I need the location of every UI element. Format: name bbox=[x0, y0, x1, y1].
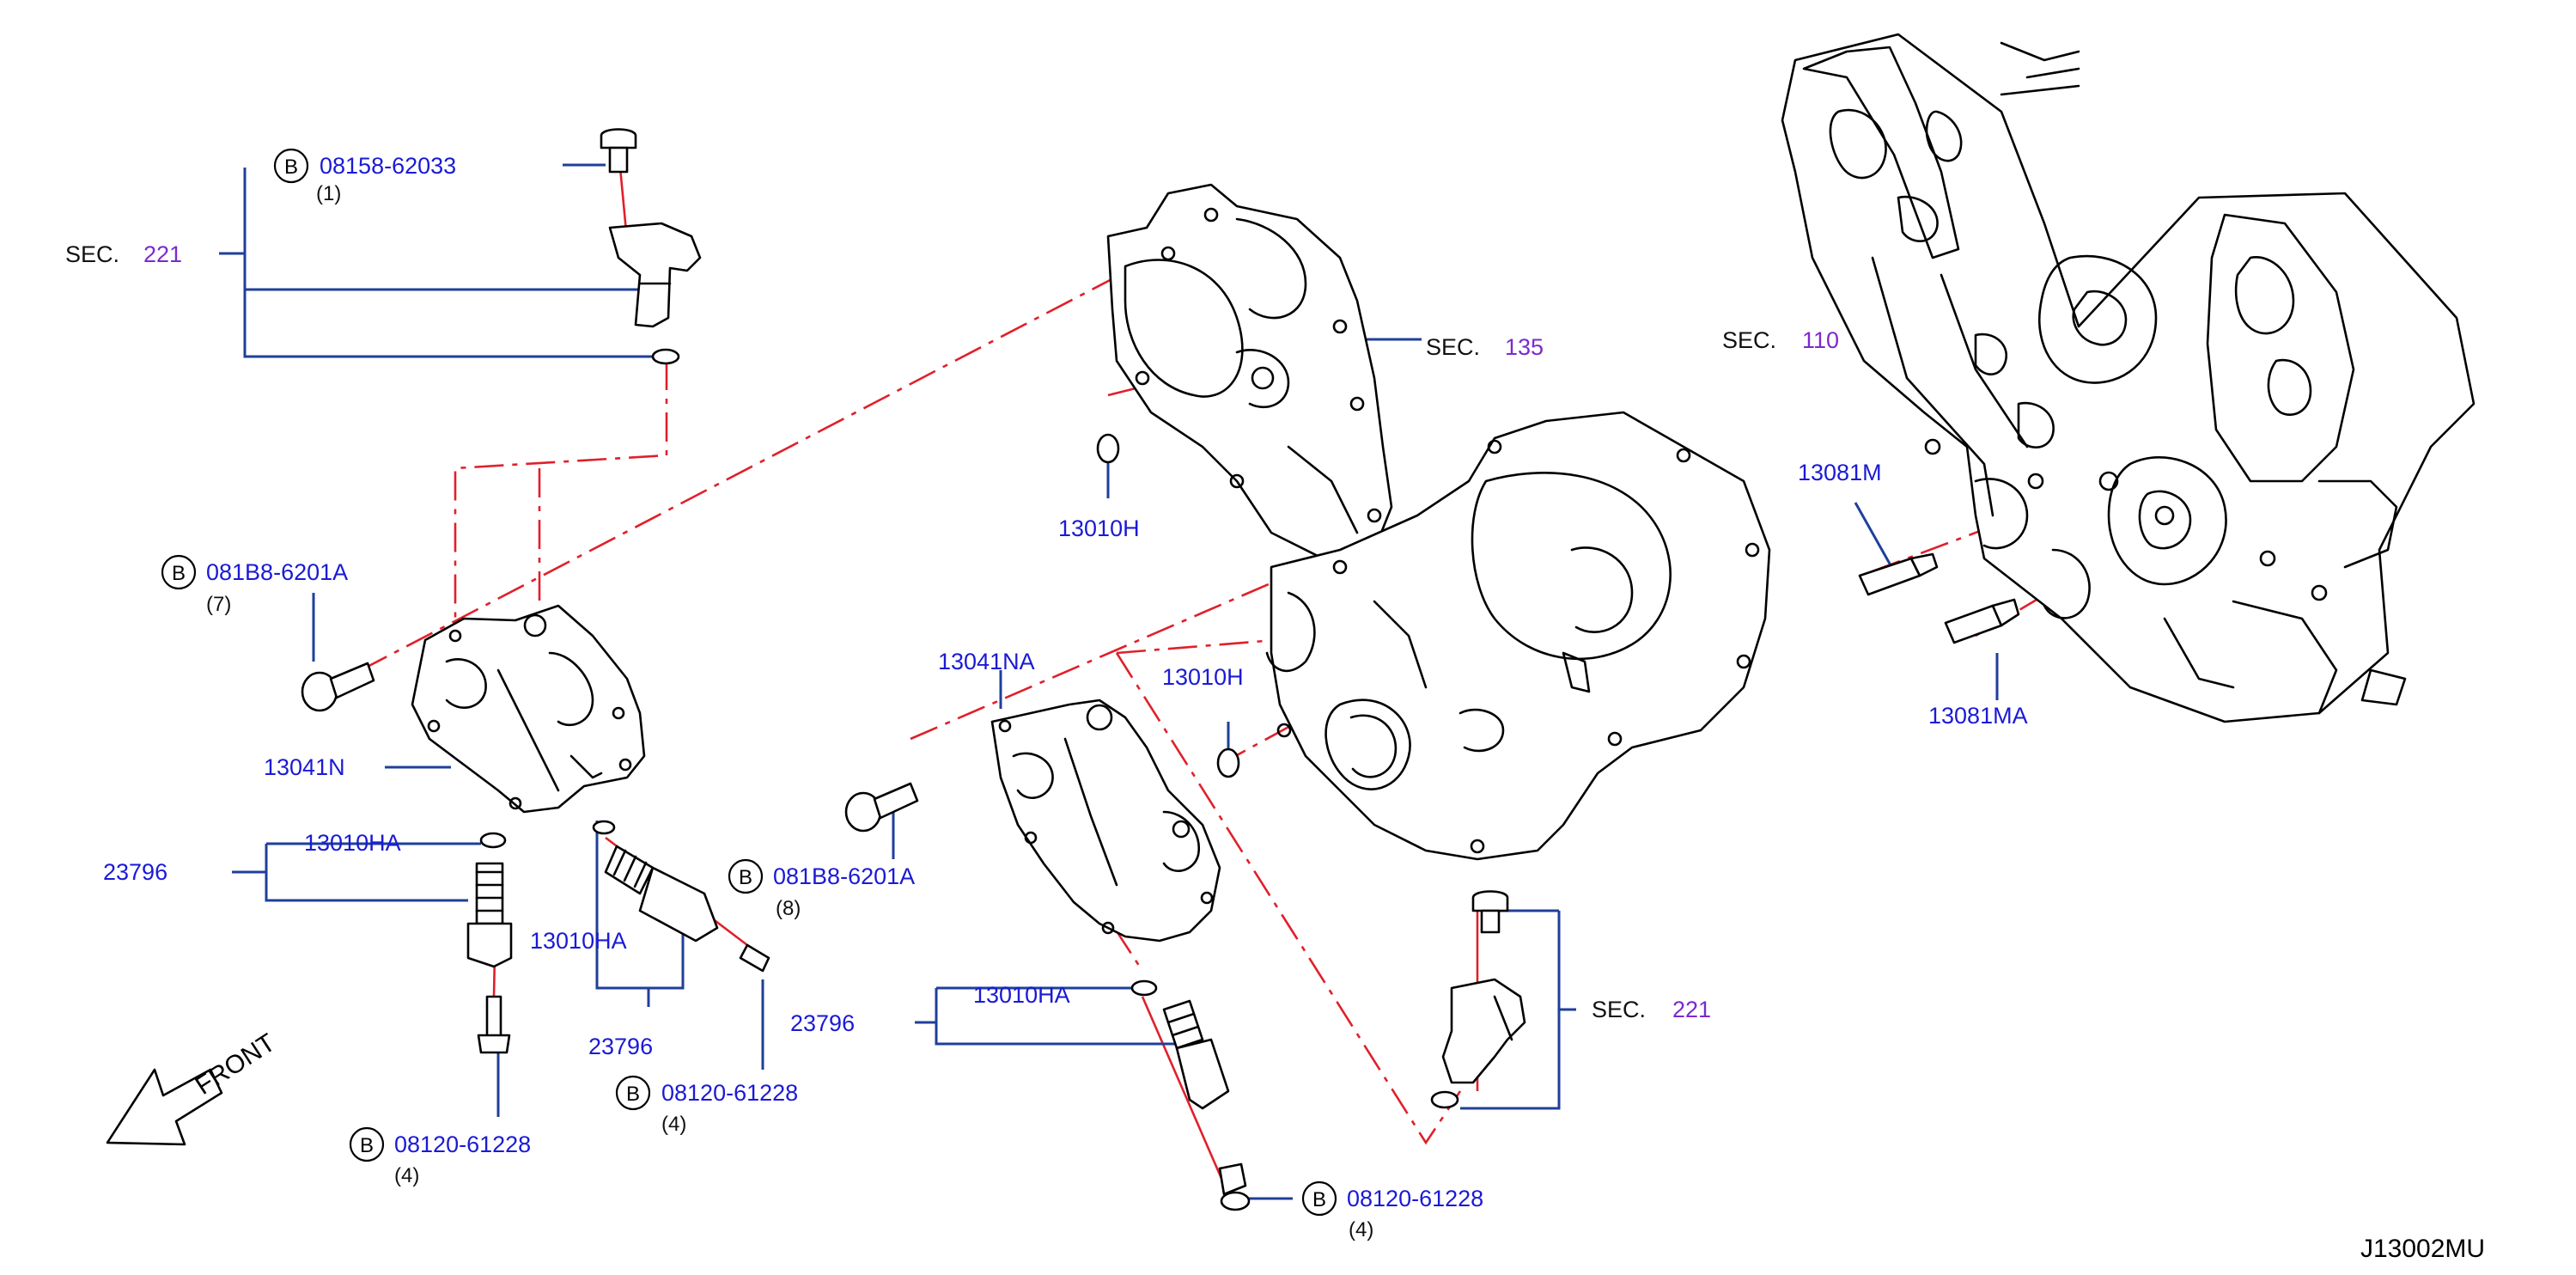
callout-08158-62033[interactable]: B 08158-62033 (1) bbox=[273, 148, 456, 205]
part-13081MA[interactable]: 13081MA bbox=[1928, 703, 2028, 729]
b-badge-letter: B bbox=[626, 1083, 640, 1106]
sec-221-top[interactable]: SEC. 221 bbox=[65, 241, 182, 267]
part-number: 08158-62033 bbox=[320, 153, 456, 179]
plug-13081M bbox=[1858, 552, 1939, 596]
rear-timing-cover bbox=[1265, 411, 1771, 861]
bolt-081B8-left bbox=[301, 662, 375, 712]
sec-prefix: SEC. bbox=[1722, 327, 1776, 353]
part-13041N[interactable]: 13041N bbox=[264, 754, 345, 780]
b-badge-letter: B bbox=[1312, 1188, 1326, 1211]
part-number: 081B8-6201A bbox=[206, 559, 348, 585]
b-badge bbox=[161, 554, 197, 590]
part-number: 08120-61228 bbox=[1347, 1186, 1483, 1211]
part-13041NA[interactable]: 13041NA bbox=[938, 649, 1035, 674]
sec-prefix: SEC. bbox=[65, 241, 119, 267]
part-number: 08120-61228 bbox=[394, 1132, 531, 1157]
b-badge-letter: B bbox=[739, 866, 752, 889]
quantity: (7) bbox=[206, 593, 231, 616]
front-arrow-icon bbox=[106, 1068, 223, 1146]
b-badge bbox=[615, 1075, 651, 1111]
sec-prefix: SEC. bbox=[1426, 334, 1480, 360]
o-ring-13010H-upper bbox=[1096, 433, 1120, 464]
bolt-081B8-right bbox=[844, 782, 919, 833]
callout-08120-61228-left[interactable]: B 08120-61228 (4) bbox=[349, 1126, 531, 1187]
front-timing-cover bbox=[1106, 183, 1393, 560]
part-13010H-lower[interactable]: 13010H bbox=[1162, 664, 1244, 690]
valve-timing-cover-13041N bbox=[411, 604, 646, 814]
sec-110[interactable]: SEC. 110 bbox=[1722, 327, 1839, 353]
quantity: (4) bbox=[661, 1113, 686, 1136]
sec-number: 110 bbox=[1802, 327, 1839, 353]
engine-block bbox=[1781, 33, 2476, 723]
callout-08120-61228-right[interactable]: B 08120-61228 (4) bbox=[1301, 1180, 1483, 1241]
quantity: (4) bbox=[394, 1164, 419, 1187]
sec-number: 221 bbox=[1672, 997, 1711, 1022]
sec-135[interactable]: SEC. 135 bbox=[1426, 334, 1544, 360]
part-23796-right[interactable]: 23796 bbox=[790, 1010, 855, 1036]
part-13010H-upper[interactable]: 13010H bbox=[1058, 515, 1140, 541]
b-badge bbox=[349, 1126, 385, 1162]
part-number: 08120-61228 bbox=[661, 1080, 798, 1106]
oil-control-solenoid-right bbox=[1130, 979, 1251, 1211]
part-13010HA-right[interactable]: 13010HA bbox=[973, 982, 1070, 1008]
part-13010HA-middle[interactable]: 13010HA bbox=[530, 928, 627, 954]
oil-control-solenoid-middle bbox=[592, 820, 770, 973]
b-badge-letter: B bbox=[360, 1134, 374, 1157]
b-badge-letter: B bbox=[172, 562, 186, 585]
o-ring-13010H-lower bbox=[1216, 747, 1240, 778]
diagram-code: J13002MU bbox=[2360, 1235, 2485, 1263]
sec-221-right[interactable]: SEC. 221 bbox=[1592, 997, 1711, 1022]
sec-number: 221 bbox=[143, 241, 182, 267]
b-badge-letter: B bbox=[284, 156, 298, 179]
b-badge bbox=[1301, 1180, 1337, 1217]
sec-prefix: SEC. bbox=[1592, 997, 1646, 1022]
part-number: 081B8-6201A bbox=[773, 863, 915, 889]
callout-081B8-6201A-7[interactable]: B 081B8-6201A (7) bbox=[161, 554, 348, 616]
quantity: (1) bbox=[316, 182, 341, 205]
plug-13081MA bbox=[1944, 598, 2020, 644]
oil-control-solenoid-left bbox=[466, 832, 513, 1054]
camshaft-position-sensor-top bbox=[608, 222, 702, 365]
valve-timing-cover-13041NA bbox=[990, 699, 1221, 943]
callout-08120-61228-middle[interactable]: B 08120-61228 (4) bbox=[615, 1075, 798, 1136]
camshaft-position-sensor-right bbox=[1430, 890, 1526, 1109]
front-direction-indicator: FRONT bbox=[106, 1028, 281, 1146]
quantity: (8) bbox=[776, 897, 801, 920]
part-23796-middle[interactable]: 23796 bbox=[588, 1034, 653, 1059]
part-13081M[interactable]: 13081M bbox=[1798, 460, 1882, 485]
b-badge bbox=[728, 858, 764, 894]
sec-number: 135 bbox=[1505, 334, 1544, 360]
front-label: FRONT bbox=[191, 1028, 281, 1101]
callout-081B8-6201A-8[interactable]: B 081B8-6201A (8) bbox=[728, 858, 915, 920]
b-badge bbox=[273, 148, 309, 184]
part-13010HA-left[interactable]: 13010HA bbox=[304, 830, 401, 856]
quantity: (4) bbox=[1349, 1218, 1373, 1241]
bolt-top-sensor bbox=[600, 128, 637, 174]
part-23796-left[interactable]: 23796 bbox=[103, 859, 167, 885]
